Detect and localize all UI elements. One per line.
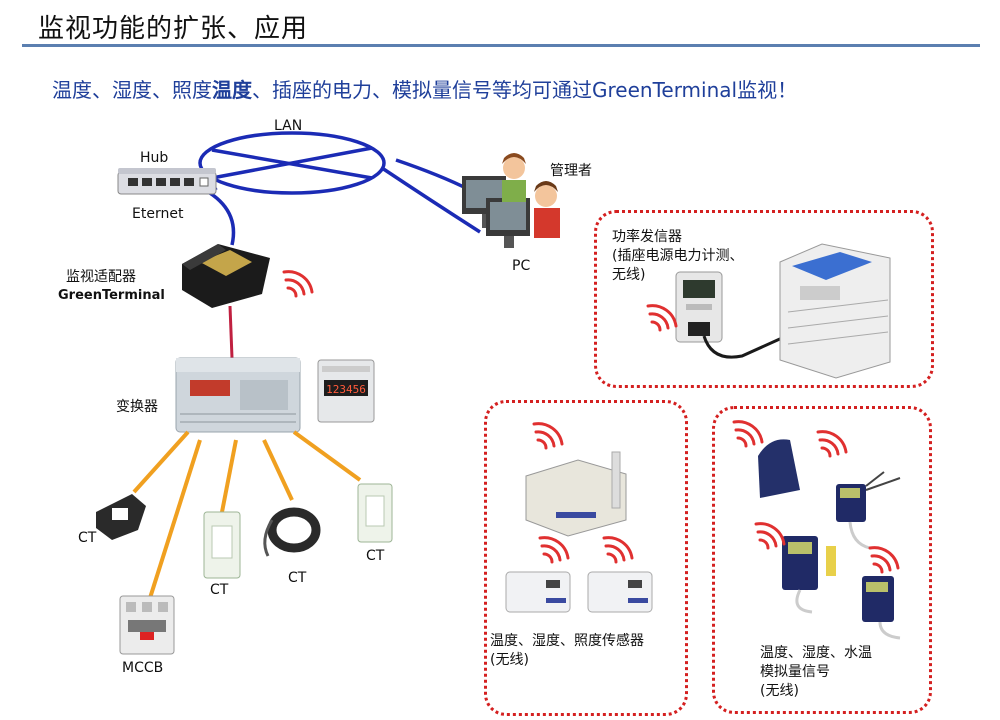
power-box-line2: (插座电源电力计测、 <box>612 248 744 264</box>
ct-clamp-black <box>96 494 146 540</box>
digital-meter: 123456 <box>317 359 375 423</box>
analog-box-line1: 温度、湿度、水温 <box>760 645 872 661</box>
analog-box-line2: 模拟量信号 <box>760 664 830 680</box>
wireless-gateway <box>525 451 627 537</box>
env-box-text: 温度、湿度、照度传感器 (无线) <box>490 632 644 670</box>
page-subtitle: 温度、湿度、照度温度、插座的电力、模拟量信号等均可通过GreenTerminal… <box>52 74 797 103</box>
hub-device <box>117 168 217 195</box>
copier-machine <box>779 243 891 379</box>
ct-split-core-1 <box>203 511 241 579</box>
env-sensor-box <box>484 400 688 716</box>
converter-device <box>175 357 301 433</box>
analog-logger-main <box>758 439 800 498</box>
meter-display: 123456 <box>326 383 366 396</box>
power-box-line3: 无线) <box>612 267 646 283</box>
power-transmitter-box <box>594 210 934 388</box>
ct-ring <box>263 507 321 557</box>
title-divider <box>22 44 980 47</box>
ethernet-label: Eternet <box>132 206 184 222</box>
page-title: 监视功能的扩张、应用 <box>38 14 309 44</box>
analog-sensor-box <box>712 406 932 714</box>
green-terminal-device <box>182 244 270 308</box>
ct-label-3: CT <box>288 570 307 586</box>
pc-label: PC <box>512 258 531 274</box>
lan-label: LAN <box>274 118 303 134</box>
subtitle-prefix: 温度、湿度、照度 <box>52 78 212 102</box>
ct-split-core-2 <box>357 483 393 543</box>
admin-pcs <box>462 153 560 248</box>
env-box-line1: 温度、湿度、照度传感器 <box>490 633 644 649</box>
analog-logger-probe-2 <box>782 536 836 614</box>
converter-label: 变换器 <box>116 399 158 415</box>
power-box-text: 功率发信器 (插座电源电力计测、 无线) <box>612 228 743 285</box>
adapter-cable <box>228 305 234 359</box>
lan-cables <box>198 131 481 246</box>
env-sensor-1 <box>505 571 571 613</box>
adapter-label-line2: GreenTerminal <box>58 288 165 303</box>
hub-label: Hub <box>140 150 169 166</box>
subtitle-bold: 温度 <box>212 78 252 102</box>
analog-box-text: 温度、湿度、水温 模拟量信号 (无线) <box>760 644 872 701</box>
mccb-label: MCCB <box>122 660 164 676</box>
analog-box-line3: (无线) <box>760 683 799 699</box>
power-meter-plug <box>675 271 783 359</box>
analog-logger-probe-1 <box>836 471 901 550</box>
mccb-breaker <box>119 595 175 655</box>
subtitle-rest: 、插座的电力、模拟量信号等均可通过GreenTerminal监视！ <box>252 78 798 102</box>
ct-label-4: CT <box>366 548 385 564</box>
admin-label: 管理者 <box>550 163 592 179</box>
env-box-line2: (无线) <box>490 652 529 668</box>
ct-label-2: CT <box>210 582 229 598</box>
power-box-line1: 功率发信器 <box>612 229 682 245</box>
ct-cables <box>132 430 362 599</box>
analog-logger-probe-3 <box>862 576 901 640</box>
env-sensor-2 <box>587 571 653 613</box>
ct-label-1: CT <box>78 530 97 546</box>
wireless-icons <box>282 270 900 574</box>
adapter-label-line1: 监视适配器 <box>66 269 136 285</box>
